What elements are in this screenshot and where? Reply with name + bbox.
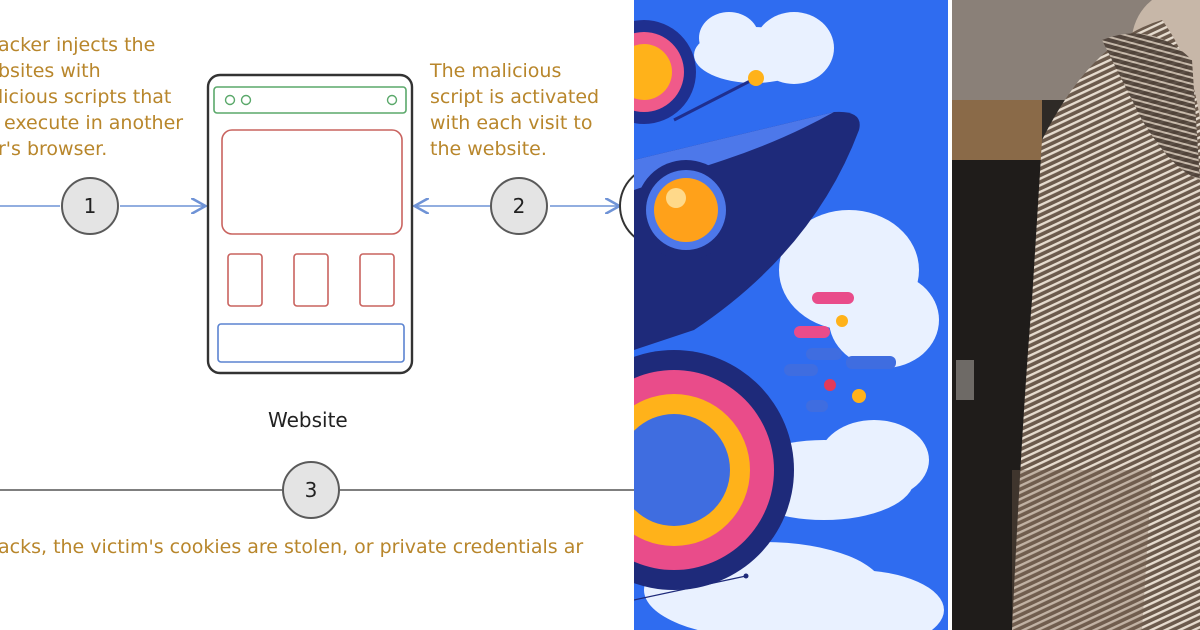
browser-dot-icon (386, 94, 398, 106)
photo-panel (952, 0, 1200, 630)
content-block-small (227, 253, 263, 307)
content-block-small (293, 253, 329, 307)
note-victim-cookies: acks, the victim's cookies are stolen, o… (0, 536, 584, 558)
rocket-illustration (634, 0, 948, 630)
note-script-activated: The malicious script is activated with e… (430, 60, 600, 160)
browser-address-bar (213, 86, 407, 114)
note-attacker-injects: acker injects the bsites with licious sc… (0, 34, 184, 160)
striped-shirt-photo (952, 0, 1200, 630)
browser-dot-icon (240, 94, 252, 106)
control-pills (784, 292, 896, 412)
step-2-badge: 2 (490, 177, 548, 235)
browser-dot-icon (224, 94, 236, 106)
step-1-badge: 1 (61, 177, 119, 235)
indicator-dot (836, 315, 848, 327)
antenna-bulb (748, 70, 764, 86)
indicator-dot (852, 389, 866, 403)
footer-block (217, 323, 405, 363)
website-mockup-frame (206, 73, 414, 375)
website-label: Website (268, 408, 348, 432)
striped-shirt (1012, 20, 1200, 630)
rocket-illustration-panel (634, 0, 948, 630)
step-3-badge: 3 (282, 461, 340, 519)
indicator-dot (824, 379, 836, 391)
xss-diagram-panel: acker injects the bsites with licious sc… (0, 34, 634, 558)
panel-divider (948, 0, 952, 630)
diagram-lines (0, 73, 634, 491)
content-block-main (221, 129, 403, 235)
wooden-box (952, 100, 1042, 160)
content-block-small (359, 253, 395, 307)
victim-circle-partial (619, 174, 634, 238)
